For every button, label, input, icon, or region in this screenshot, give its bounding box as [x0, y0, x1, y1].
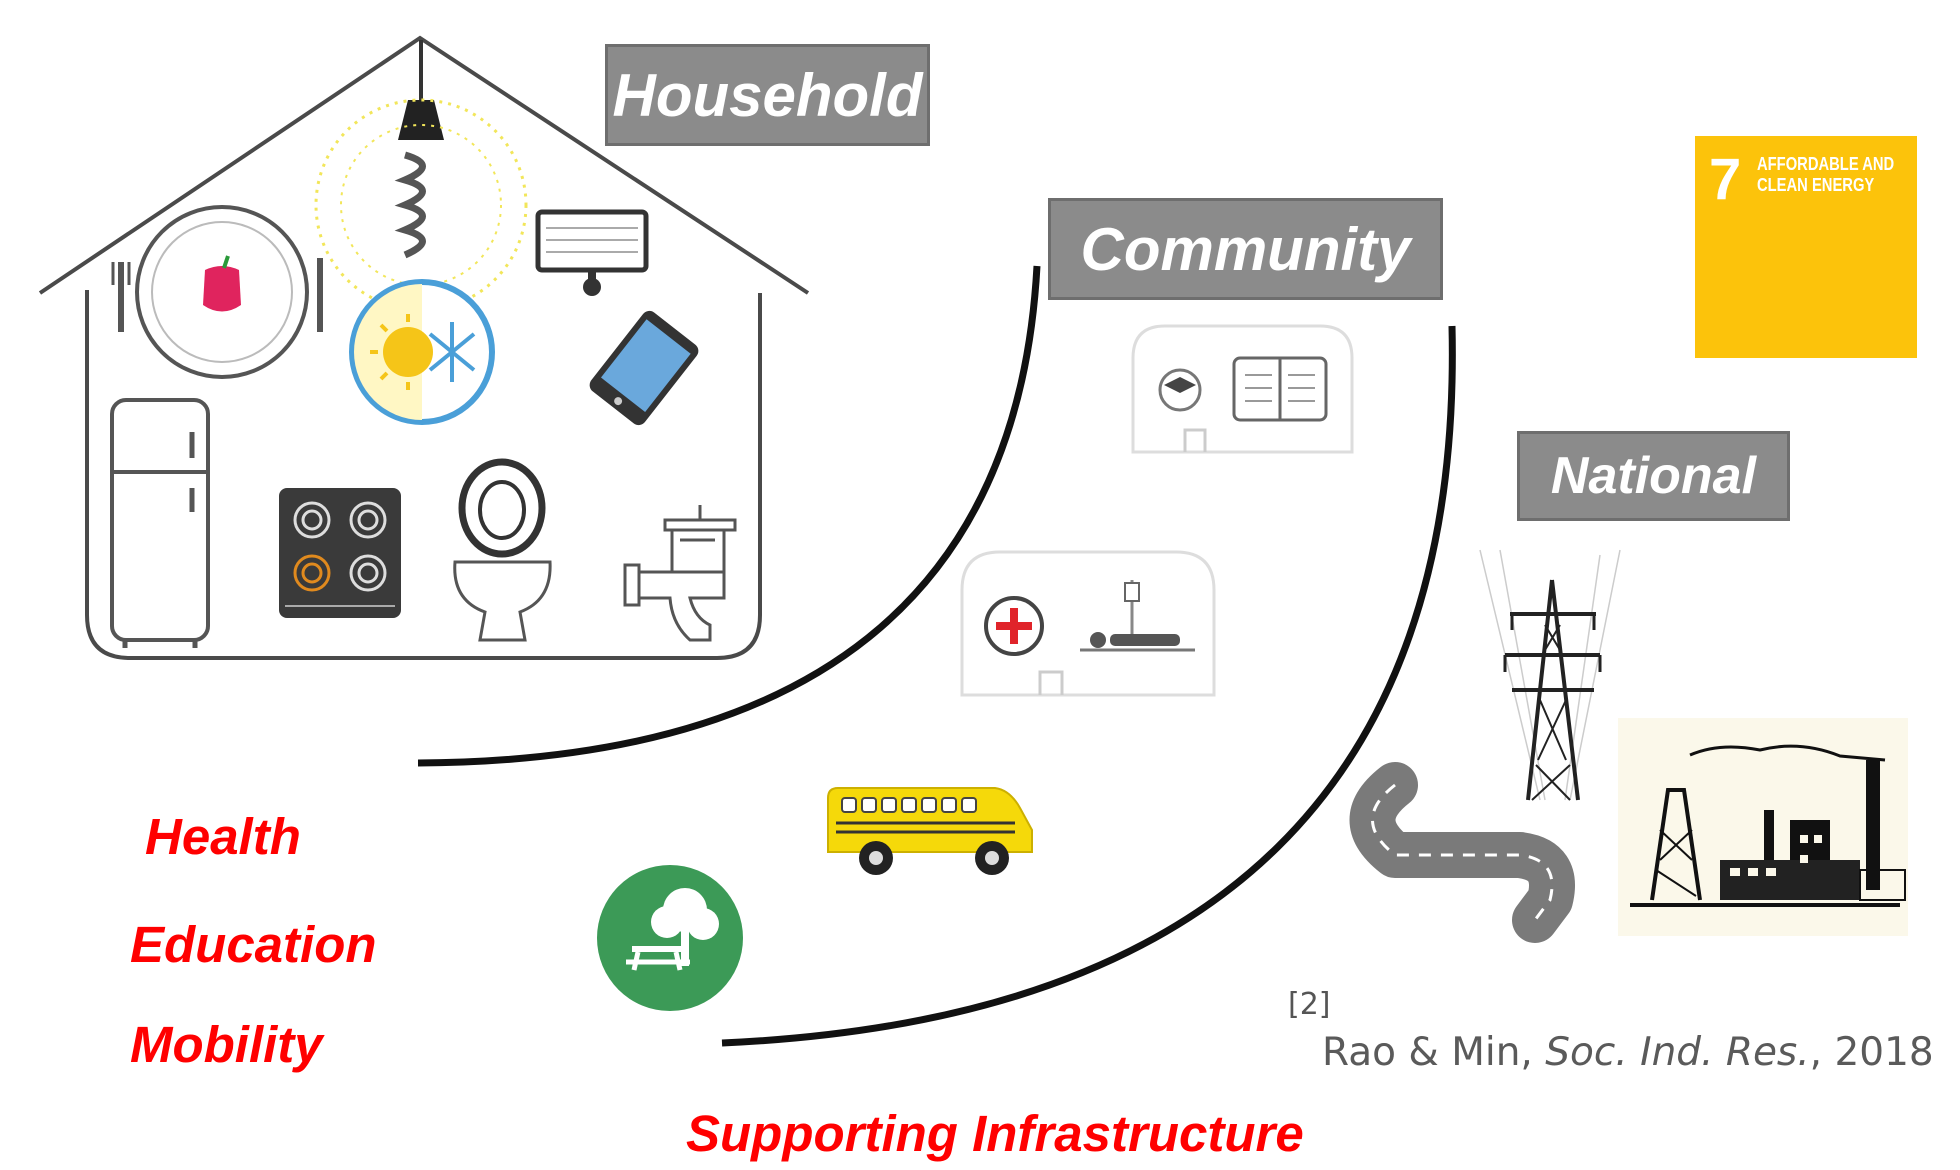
citation-year: , 2018 — [1809, 1030, 1934, 1075]
stove-icon — [279, 488, 401, 618]
sdg-title-line2: CLEAN ENERGY — [1757, 175, 1875, 195]
sdg-title: AFFORDABLE AND CLEAN ENERGY — [1757, 154, 1894, 196]
sdg-7-badge: 7 AFFORDABLE AND CLEAN ENERGY — [1695, 136, 1917, 358]
park-icon — [597, 865, 743, 1011]
education-label: Education — [130, 916, 377, 973]
road-icon — [1349, 762, 1575, 943]
climate-icon — [349, 279, 495, 425]
power-tower-icon — [1479, 549, 1621, 801]
light-bulb-icon — [314, 40, 528, 312]
hospital-icon — [960, 550, 1216, 697]
factory-icon — [1618, 718, 1908, 936]
toilet-icon — [453, 458, 552, 642]
fridge-icon — [110, 398, 210, 648]
sdg-number: 7 — [1709, 147, 1742, 212]
citation: Rao & Min, Soc. Ind. Res., 2018 — [1322, 1030, 1934, 1075]
health-label: Health — [145, 808, 301, 865]
house-outline — [38, 35, 810, 660]
bus-icon — [827, 787, 1033, 875]
household-boundary-arc — [417, 265, 1041, 767]
national-label: National — [1517, 431, 1790, 521]
sdg-title-line1: AFFORDABLE AND — [1757, 154, 1895, 174]
mobility-label: Mobility — [130, 1016, 323, 1073]
supporting-infrastructure-label: Supporting Infrastructure — [686, 1105, 1304, 1162]
household-label: Household — [605, 44, 930, 146]
citation-number: [2] — [1288, 987, 1331, 1022]
tv-icon — [535, 209, 649, 296]
community-boundary-arc — [721, 325, 1456, 1047]
school-icon — [1131, 324, 1354, 454]
citation-authors: Rao & Min, — [1322, 1030, 1533, 1075]
community-label: Community — [1048, 198, 1443, 300]
tablet-icon — [589, 310, 699, 426]
plate-apple-icon — [111, 205, 323, 379]
faucet-icon — [623, 505, 737, 642]
citation-journal: Soc. Ind. Res. — [1545, 1030, 1810, 1075]
